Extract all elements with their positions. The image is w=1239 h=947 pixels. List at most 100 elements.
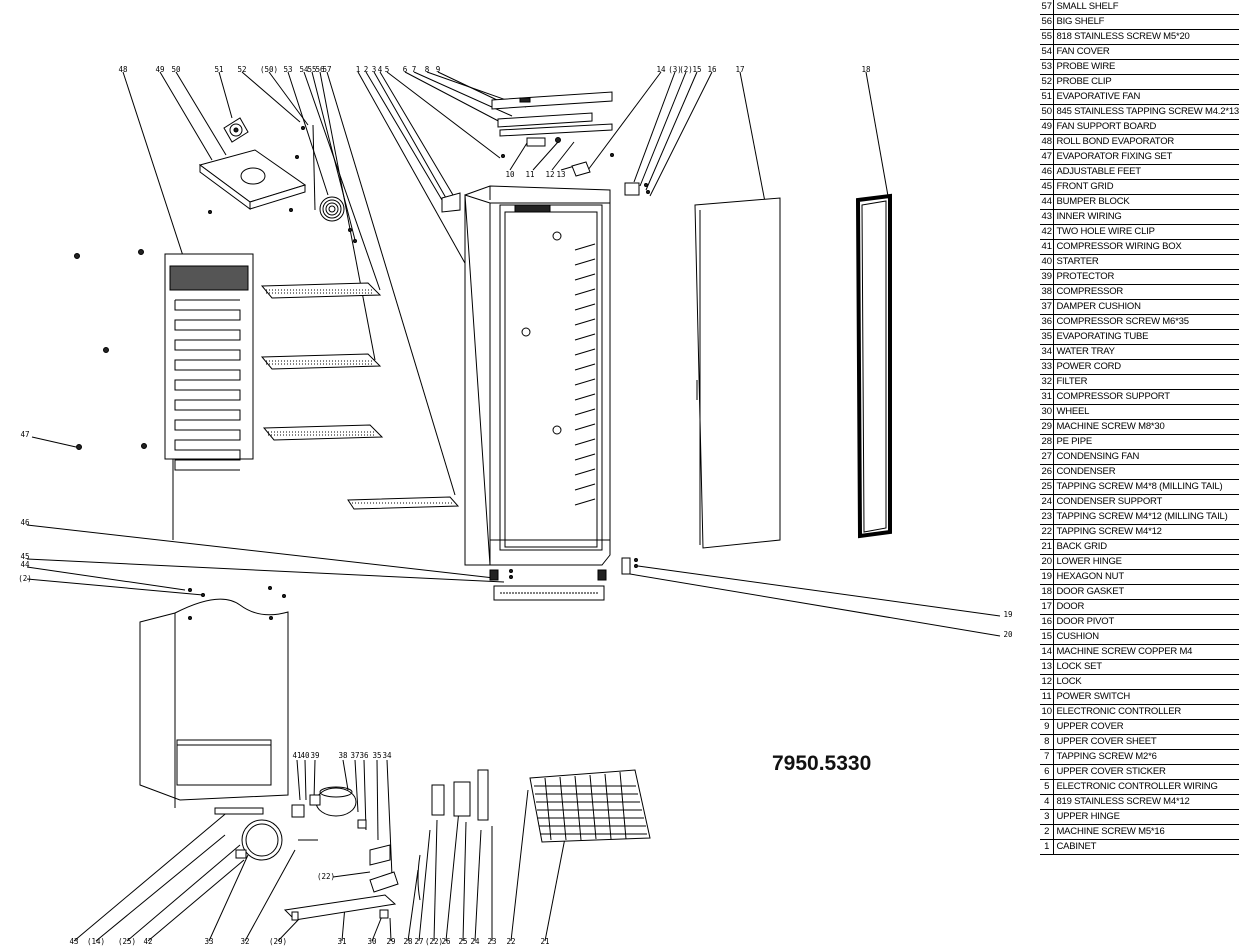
part-number: 40 — [1040, 254, 1055, 270]
part-number: 15 — [1040, 629, 1055, 645]
part-name: FILTER — [1053, 374, 1239, 390]
part-name: FRONT GRID — [1053, 179, 1239, 195]
part-number: 31 — [1040, 389, 1055, 405]
callout-label: 47 — [20, 430, 29, 439]
part-number: 50 — [1040, 104, 1055, 120]
callout-label: 37 — [350, 751, 359, 760]
roll-bond-evaporator — [74, 249, 254, 540]
callout-label: 27 — [414, 937, 423, 946]
part-number: 46 — [1040, 164, 1055, 180]
part-name: UPPER COVER — [1053, 719, 1239, 735]
fan-cover — [319, 196, 345, 222]
part-number: 8 — [1040, 734, 1055, 750]
part-number: 49 — [1040, 119, 1055, 135]
part-name: 819 STAINLESS SCREW M4*12 — [1053, 794, 1239, 810]
part-number: 28 — [1040, 434, 1055, 450]
callout-label: 21 — [540, 937, 549, 946]
part-name: COMPRESSOR SUPPORT — [1053, 389, 1239, 405]
part-name: INNER WIRING — [1053, 209, 1239, 225]
part-number: 43 — [1040, 209, 1055, 225]
part-name: MACHINE SCREW M8*30 — [1053, 419, 1239, 435]
door-gasket — [855, 193, 892, 539]
part-number: 21 — [1040, 539, 1055, 555]
callout-label: (3) — [668, 65, 682, 74]
part-name: EVAPORATING TUBE — [1053, 329, 1239, 345]
part-number: 27 — [1040, 449, 1055, 465]
part-number: 36 — [1040, 314, 1055, 330]
part-number: 33 — [1040, 359, 1055, 375]
callout-label: 39 — [310, 751, 319, 760]
part-name: ELECTRONIC CONTROLLER WIRING — [1053, 779, 1239, 795]
part-number: 53 — [1040, 59, 1055, 75]
part-name: PROBE WIRE — [1053, 59, 1239, 75]
callout-label: 17 — [735, 65, 744, 74]
part-number: 17 — [1040, 599, 1055, 615]
part-number: 26 — [1040, 464, 1055, 480]
callout-label: 7 — [412, 65, 417, 74]
part-number: 7 — [1040, 749, 1055, 765]
fan-support-board — [198, 149, 307, 210]
callout-label: 38 — [338, 751, 348, 760]
part-name: MACHINE SCREW M5*16 — [1053, 824, 1239, 840]
part-number: 52 — [1040, 74, 1055, 90]
part-name: LOWER HINGE — [1053, 554, 1239, 570]
part-name: DOOR PIVOT — [1053, 614, 1239, 630]
part-name: BACK GRID — [1053, 539, 1239, 555]
part-name: ELECTRONIC CONTROLLER — [1053, 704, 1239, 720]
part-number: 44 — [1040, 194, 1055, 210]
callout-label: 43 — [69, 937, 78, 946]
part-name: CABINET — [1053, 839, 1239, 855]
part-name: 845 STAINLESS TAPPING SCREW M4.2*13 — [1053, 104, 1239, 120]
part-number: 1 — [1040, 839, 1055, 855]
callout-label: 5 — [385, 65, 390, 74]
part-name: BIG SHELF — [1053, 14, 1239, 30]
part-number: 29 — [1040, 419, 1055, 435]
callout-label: 57 — [322, 65, 331, 74]
callout-label: (2) — [679, 65, 693, 74]
part-number: 56 — [1040, 14, 1055, 30]
part-name: FAN SUPPORT BOARD — [1053, 119, 1239, 135]
callout-label: 52 — [237, 65, 246, 74]
part-number: 51 — [1040, 89, 1055, 105]
part-number: 23 — [1040, 509, 1055, 525]
part-name: COMPRESSOR SCREW M6*35 — [1053, 314, 1239, 330]
callout-label: 8 — [425, 65, 430, 74]
part-number: 37 — [1040, 299, 1055, 315]
callout-label: (2) — [18, 574, 32, 583]
part-name: CONDENSING FAN — [1053, 449, 1239, 465]
part-name: PROTECTOR — [1053, 269, 1239, 285]
callout-label: (22) — [425, 937, 443, 946]
part-number: 48 — [1040, 134, 1055, 150]
callout-label: 34 — [382, 751, 392, 760]
callout-label: 2 — [364, 65, 369, 74]
callout-label: 45 — [20, 552, 29, 561]
callout-label: 25 — [458, 937, 467, 946]
callout-label: (29) — [269, 937, 287, 946]
callout-label: 30 — [367, 937, 377, 946]
